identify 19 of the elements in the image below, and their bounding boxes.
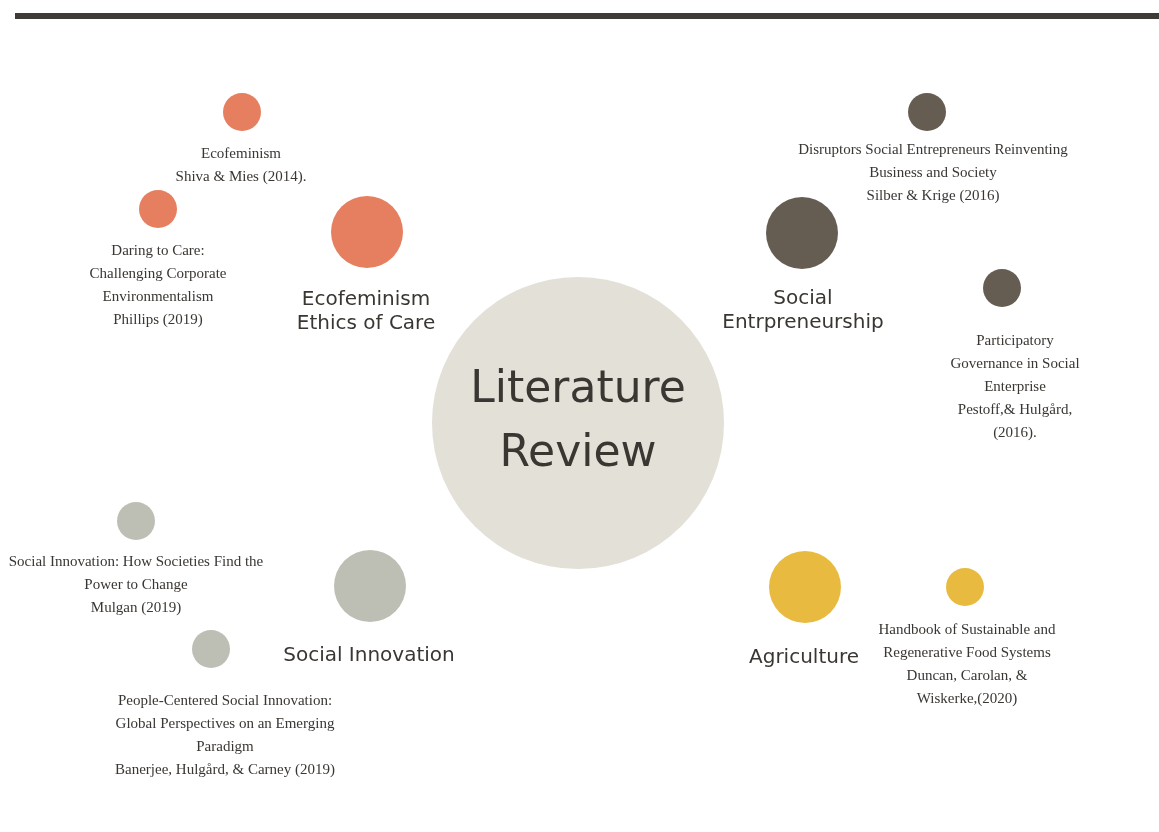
- author-citation: Shiva & Mies (2014).: [175, 167, 307, 186]
- topic-label: Social Entrpreneurship: [721, 285, 885, 333]
- reference-title: Disruptors Social Entrepreneurs Reinventing Business and Society: [797, 140, 1069, 182]
- reference-title: Social Innovation: How Societies Find the Power to Change: [7, 552, 265, 594]
- central-title: Literature Review: [469, 360, 687, 478]
- topic-label: Ecofeminism Ethics of Care: [295, 286, 437, 334]
- author-citation: Banerjee, Hulgård, & Carney (2019): [115, 760, 335, 779]
- reference-title: People-Centered Social Innovation: Global Perspectives on an Emerging Paradigm: [114, 691, 336, 756]
- topic-label: Agriculture: [749, 644, 859, 668]
- author-citation: Pestoff,& Hulgård, (2016).: [956, 400, 1074, 442]
- author-citation: Phillips (2019): [113, 310, 203, 329]
- reference-title: Ecofeminism: [201, 144, 281, 163]
- author-citation: Mulgan (2019): [90, 598, 182, 617]
- author-citation: Silber & Krige (2016): [866, 186, 1000, 205]
- reference-title: Handbook of Sustainable and Regenerative Food Systems: [877, 620, 1057, 662]
- reference-title: Daring to Care: Challenging Corporate Environmentalism: [88, 241, 228, 306]
- topic-label: Social Innovation: [283, 642, 455, 666]
- author-citation: Duncan, Carolan, & Wiskerke,(2020): [905, 666, 1029, 708]
- reference-title: Participatory Governance in Social Enterprise: [949, 331, 1081, 396]
